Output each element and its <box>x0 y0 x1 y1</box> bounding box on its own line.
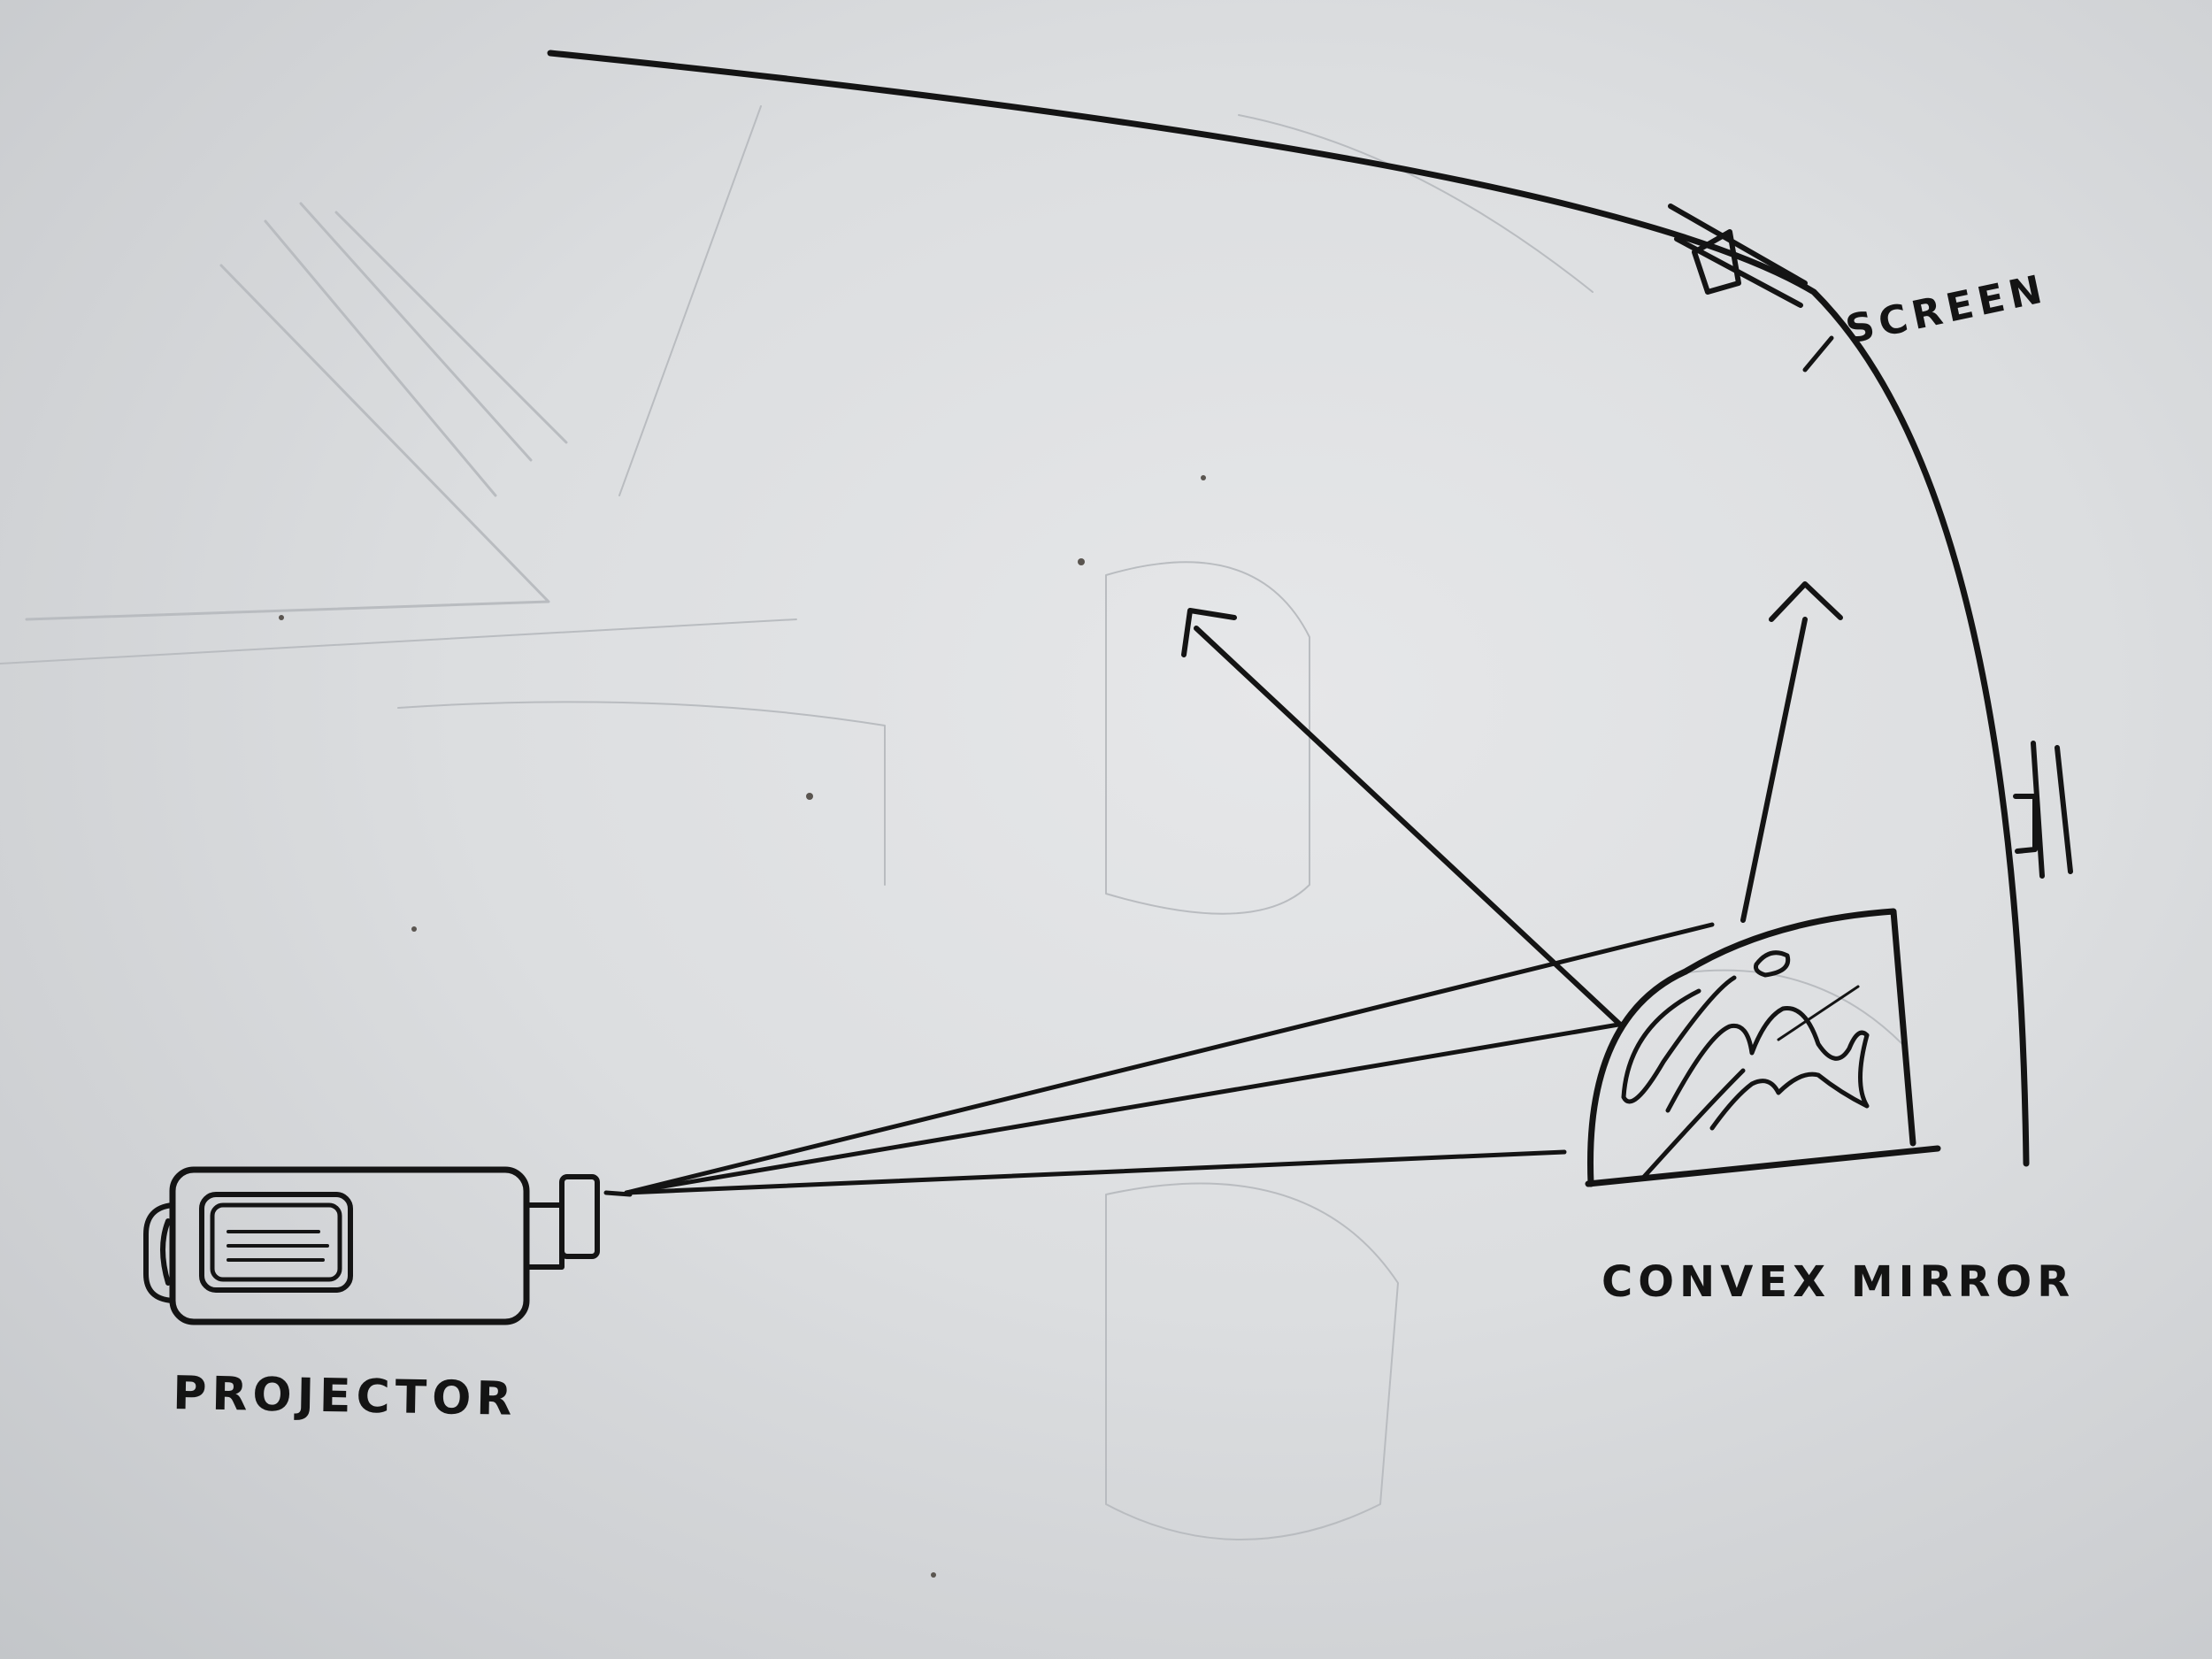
arrowhead-right <box>1769 581 1843 622</box>
pencil-background-traces <box>0 105 1903 1540</box>
curved-screen <box>547 50 2073 1167</box>
arrowhead-left <box>1181 608 1237 657</box>
lower-screen-bracket <box>2013 741 2073 879</box>
screen-label: SCREEN <box>1842 266 2051 353</box>
paper-specks <box>279 475 1206 1578</box>
projection-rays <box>624 922 1715 1195</box>
convex-mirror <box>1585 908 1941 1187</box>
reflected-ray-left <box>1181 608 1622 1026</box>
upper-screen-bracket <box>1668 204 1808 308</box>
convex-mirror-label: CONVEX MIRROR <box>1601 1257 2075 1307</box>
projector-icon <box>143 1166 633 1325</box>
reflected-ray-right <box>1740 581 1843 923</box>
projector-label: PROJECTOR <box>173 1367 518 1426</box>
